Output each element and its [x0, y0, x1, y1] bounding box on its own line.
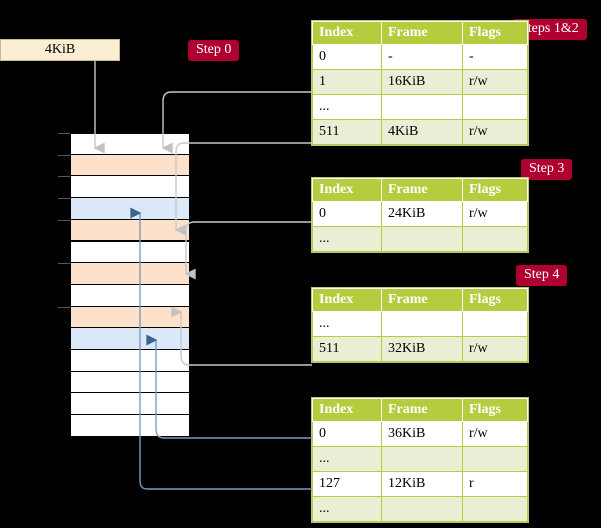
cell-index: 0 [312, 44, 382, 70]
column-header-flags: Flags [462, 288, 528, 312]
table-row: ... [312, 226, 528, 252]
column-header-flags: Flags [462, 178, 528, 202]
cell-frame [381, 446, 463, 472]
cell-frame: 16KiB [381, 69, 463, 95]
memory-frame-row [70, 393, 190, 416]
column-header-frame: Frame [381, 21, 463, 45]
cell-index: ... [312, 311, 382, 337]
cell-frame: 12KiB [381, 471, 463, 497]
source-frame-box: 4KiB [0, 39, 120, 61]
memory-frame-row [70, 133, 190, 155]
cell-flags [462, 226, 528, 252]
cell-index: 1 [312, 69, 382, 95]
step-label-step-0: Step 0 [188, 40, 240, 61]
cell-index: ... [312, 226, 382, 252]
memory-frame-row [70, 371, 190, 394]
cell-flags [462, 496, 528, 522]
memory-frame-row [70, 198, 190, 220]
cell-flags [462, 446, 528, 472]
memory-frame-row [70, 263, 190, 285]
step-label-step-3: Step 3 [521, 159, 573, 180]
step-label-steps-1-2: Steps 1&2 [512, 19, 587, 40]
cell-flags: r [462, 471, 528, 497]
cell-frame [381, 226, 463, 252]
memory-frame-row [70, 350, 190, 372]
column-header-index: Index [312, 398, 382, 422]
column-header-index: Index [312, 288, 382, 312]
source-frame-label: 4KiB [44, 42, 76, 57]
cell-frame [381, 311, 463, 337]
column-header-flags: Flags [462, 21, 528, 45]
column-header-frame: Frame [381, 288, 463, 312]
column-header-frame: Frame [381, 178, 463, 202]
memory-frame-row [70, 306, 190, 329]
table-row: 0-- [312, 44, 528, 70]
cell-flags [462, 94, 528, 120]
column-header-flags: Flags [462, 398, 528, 422]
memory-frame-row [70, 284, 190, 307]
frame-boundary-tick [58, 198, 70, 200]
cell-flags: r/w [462, 119, 528, 145]
cell-index: 0 [312, 201, 382, 227]
cell-flags: r/w [462, 421, 528, 447]
frame-boundary-tick [58, 306, 70, 308]
cell-index: 511 [312, 336, 382, 362]
cell-frame [381, 94, 463, 120]
cell-frame: 32KiB [381, 336, 463, 362]
cell-index: 0 [312, 421, 382, 447]
frame-boundary-tick [58, 219, 70, 221]
cell-flags: r/w [462, 336, 528, 362]
cell-index: ... [312, 496, 382, 522]
column-header-index: Index [312, 178, 382, 202]
memory-frame-row [70, 176, 190, 199]
table-row: ... [312, 446, 528, 472]
memory-frame-row [70, 328, 190, 350]
cell-frame [381, 496, 463, 522]
cell-flags [462, 311, 528, 337]
cell-index: 127 [312, 471, 382, 497]
step-label-step-4: Step 4 [516, 265, 568, 286]
memory-frame-row [70, 154, 190, 177]
cell-flags: r/w [462, 201, 528, 227]
frame-boundary-tick [58, 133, 70, 134]
table-row: ... [312, 94, 528, 120]
memory-frame-row [70, 241, 190, 264]
table-row: ... [312, 311, 528, 337]
table-row: ... [312, 496, 528, 522]
cell-index: 511 [312, 119, 382, 145]
memory-frame-row [70, 415, 190, 437]
column-header-frame: Frame [381, 398, 463, 422]
cell-flags: r/w [462, 69, 528, 95]
cell-frame: - [381, 44, 463, 70]
cell-frame: 4KiB [381, 119, 463, 145]
cell-frame: 24KiB [381, 201, 463, 227]
frame-boundary-tick [58, 176, 70, 178]
frame-boundary-tick [58, 263, 70, 265]
physical-memory-frames [58, 133, 190, 437]
memory-frame-row [70, 219, 190, 242]
cell-index: ... [312, 446, 382, 472]
cell-frame: 36KiB [381, 421, 463, 447]
frame-boundary-tick [58, 154, 70, 156]
cell-flags: - [462, 44, 528, 70]
column-header-index: Index [312, 21, 382, 45]
cell-index: ... [312, 94, 382, 120]
